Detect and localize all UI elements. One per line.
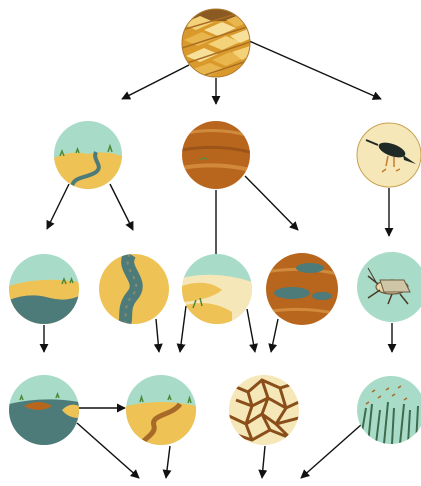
soil-pools-icon — [266, 253, 338, 325]
edge-arrow — [77, 423, 139, 478]
winding-river-icon — [54, 121, 122, 189]
dry-riverbed-icon — [126, 375, 196, 446]
soil-texture-icon — [182, 121, 250, 189]
river-channel-icon — [99, 254, 169, 326]
reeds-swarm-icon — [357, 376, 421, 444]
edge-arrow — [166, 446, 170, 478]
flooded-land-icon — [9, 375, 79, 445]
edge-arrow — [47, 184, 69, 229]
edge-arrow — [156, 319, 159, 352]
lake-shore-icon — [9, 254, 79, 324]
edge-arrow — [247, 309, 255, 352]
edge-arrow — [301, 424, 362, 478]
edge-arrow — [247, 40, 381, 99]
wheat-field-icon — [180, 7, 256, 79]
edge-arrow — [271, 319, 278, 352]
cracked-earth-icon — [229, 375, 299, 445]
edge-arrow — [245, 176, 298, 230]
edge-arrow — [262, 446, 265, 478]
edge-arrow — [180, 306, 186, 352]
edge-arrow — [122, 65, 189, 99]
locust-icon — [357, 252, 421, 322]
edge-arrow — [110, 184, 133, 230]
bird-icon — [357, 123, 421, 187]
sand-dunes-icon — [182, 254, 252, 324]
